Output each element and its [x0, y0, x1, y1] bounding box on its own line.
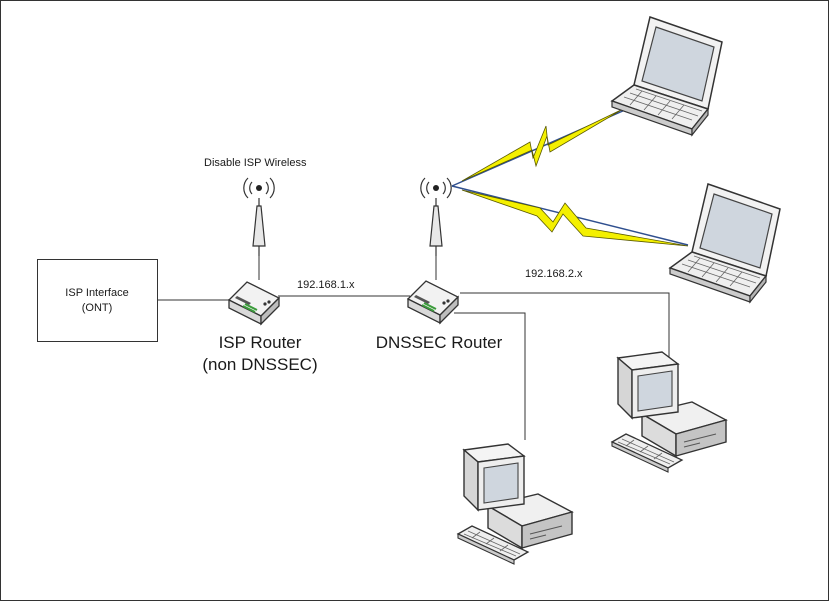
cable-dnssec-router-to-desktop-bottom: [454, 312, 526, 440]
isp-router-line2: (non DNSSEC): [202, 355, 318, 374]
isp-interface-label: ISP Interface (ONT): [37, 286, 157, 316]
cable-dnssec-router-to-desktop-right: [460, 292, 670, 364]
isp-router-label: ISP Router (non DNSSEC): [196, 332, 324, 376]
network-cables: [157, 255, 670, 440]
isp-interface-box: [37, 259, 158, 342]
isp-interface-line2: (ONT): [81, 302, 113, 314]
subnet-isp-label: 192.168.1.x: [297, 279, 355, 291]
subnet-dnssec-label: 192.168.2.x: [525, 268, 583, 280]
wireless-links: [451, 108, 689, 247]
dnssec-router-label: DNSSEC Router: [375, 333, 503, 352]
isp-router-line1: ISP Router: [218, 333, 302, 352]
lightning-icon: [461, 189, 689, 247]
disable-wireless-label: Disable ISP Wireless: [204, 157, 307, 169]
isp-interface-line1: ISP Interface: [65, 287, 129, 299]
